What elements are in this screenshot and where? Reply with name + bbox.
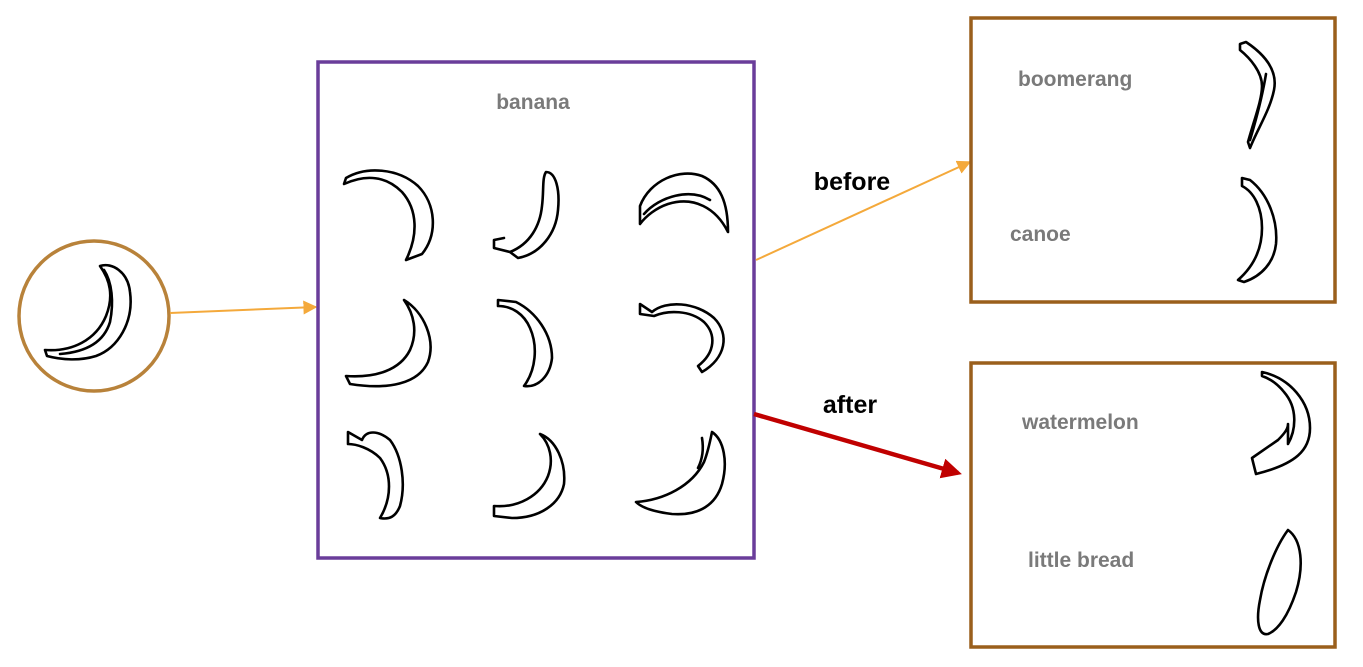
before-connector: before xyxy=(755,160,972,261)
result-label-canoe: canoe xyxy=(1010,223,1071,246)
center-category-box: banana xyxy=(316,60,756,560)
watermelon-sketch-icon xyxy=(1250,370,1312,476)
banana-sketch-icon xyxy=(634,430,726,516)
after-results-box: watermelon little bread xyxy=(969,361,1337,649)
result-label-watermelon: watermelon xyxy=(1021,411,1139,434)
banana-sketch-icon xyxy=(342,169,435,262)
before-arrow xyxy=(755,160,972,261)
after-arrow xyxy=(753,411,962,479)
banana-sketch-icon xyxy=(496,298,554,388)
before-box-frame xyxy=(969,16,1337,304)
after-label: after xyxy=(823,391,877,419)
result-label-little-bread: little bread xyxy=(1028,549,1134,572)
input-sketch-node xyxy=(17,239,171,393)
input-to-center-arrow xyxy=(169,300,318,315)
after-connector: after xyxy=(753,391,962,479)
canoe-sketch-icon xyxy=(1236,176,1278,284)
result-label-boomerang: boomerang xyxy=(1018,68,1132,91)
before-label: before xyxy=(814,168,891,196)
little-bread-sketch-icon xyxy=(1256,528,1302,636)
input-circle xyxy=(17,239,171,393)
banana-sketch-icon xyxy=(43,263,132,361)
after-box-frame xyxy=(969,361,1337,649)
center-box-frame xyxy=(316,60,756,560)
banana-sketch-icon xyxy=(638,172,730,234)
boomerang-sketch-icon xyxy=(1238,40,1276,150)
banana-sketch-icon xyxy=(346,430,405,520)
banana-sketch-icon xyxy=(492,170,560,260)
banana-sketch-icon xyxy=(492,432,566,520)
center-category-label: banana xyxy=(496,91,570,114)
banana-sketch-icon xyxy=(344,298,432,388)
before-results-box: boomerang canoe xyxy=(969,16,1337,304)
banana-sketch-icon xyxy=(638,302,725,374)
